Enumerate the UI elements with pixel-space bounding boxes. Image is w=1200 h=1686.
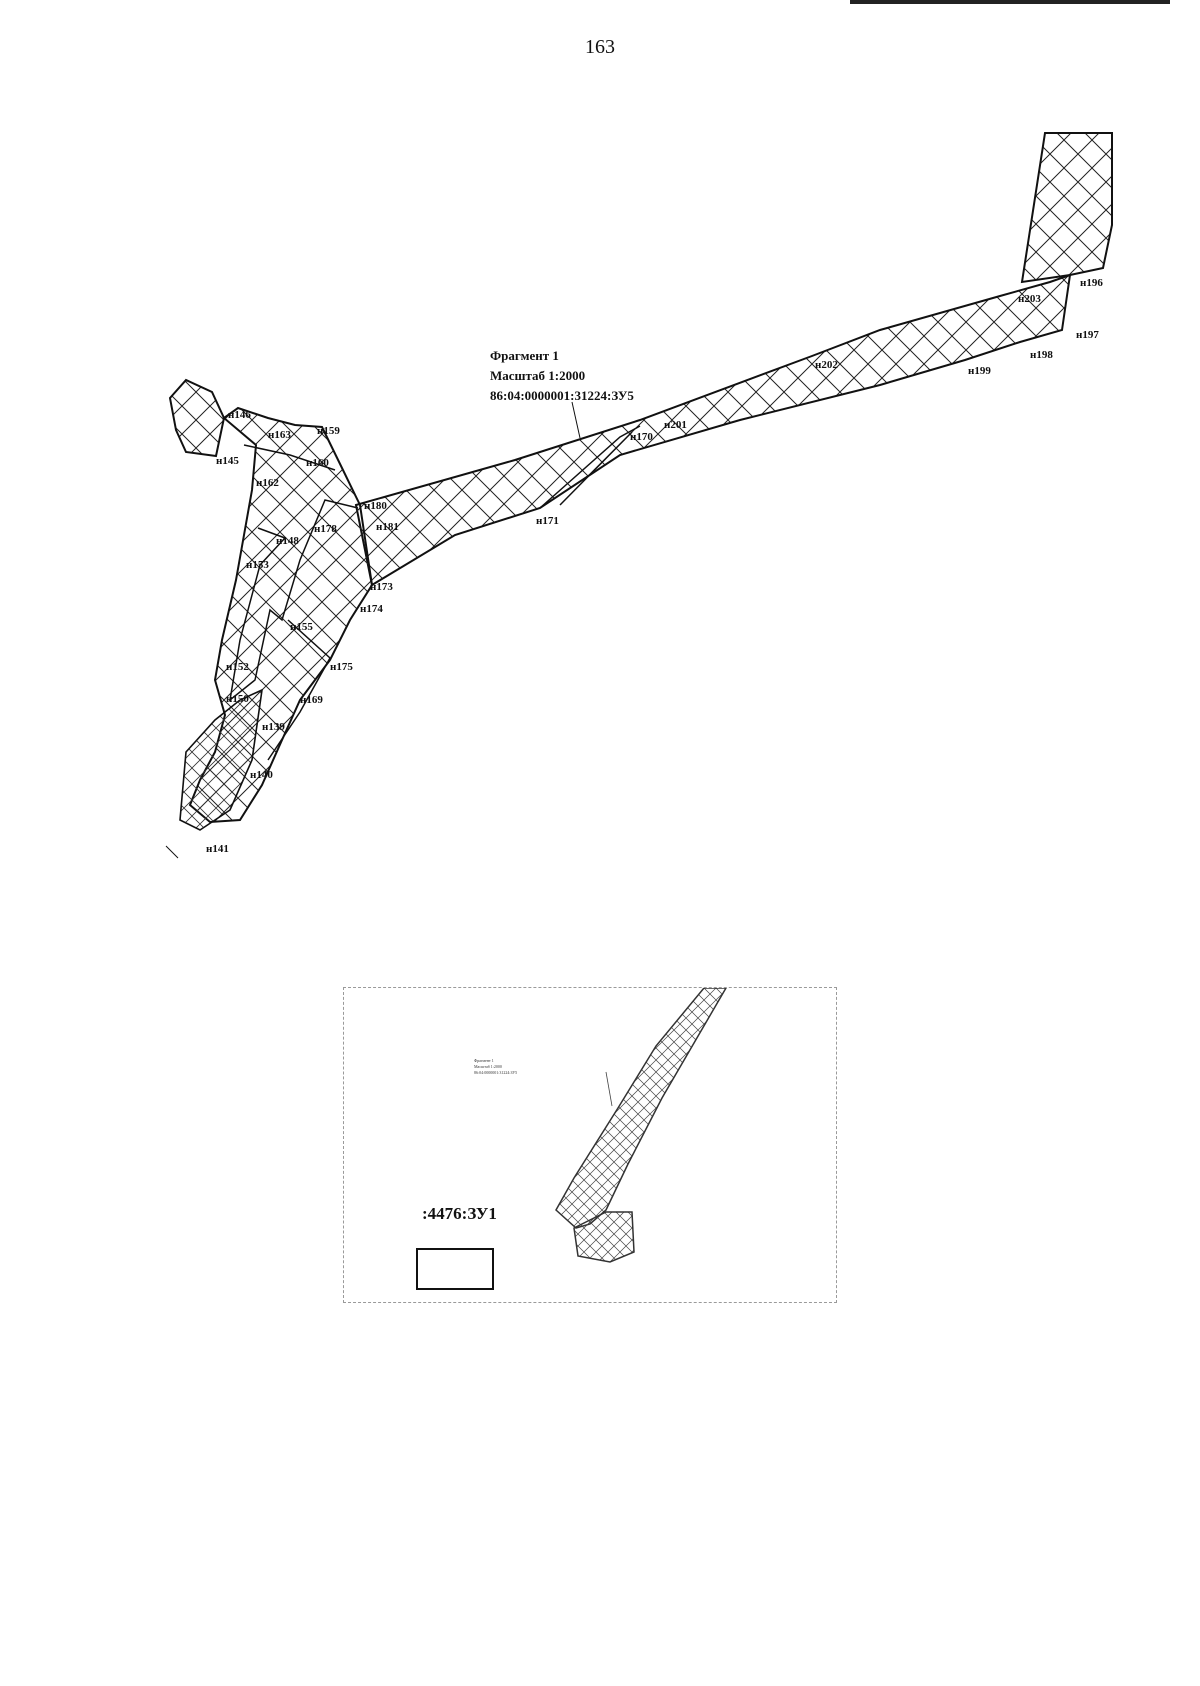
inset-corridor — [555, 988, 727, 1229]
point-label: н163 — [268, 429, 291, 441]
point-label: н174 — [360, 603, 383, 615]
point-label: н196 — [1080, 277, 1103, 289]
point-label: н146 — [228, 409, 251, 421]
point-label: н180 — [364, 500, 387, 512]
inset-leader — [605, 1071, 613, 1107]
fragment-title: Фрагмент 1 — [490, 348, 559, 363]
point-label: н162 — [256, 477, 279, 489]
inner-boundary-1 — [539, 425, 641, 509]
point-label: н171 — [536, 515, 559, 527]
point-label: н202 — [815, 359, 838, 371]
point-label: н198 — [1030, 349, 1053, 361]
point-label: н197 — [1076, 329, 1099, 341]
overview-map: Фрагмент 1 Масштаб 1:2000 86:04:0000001:… — [474, 988, 727, 1263]
point-label: н159 — [317, 425, 340, 437]
header-rule — [850, 0, 1170, 4]
inset-cadastral-label: :4476:ЗУ1 — [422, 1204, 497, 1223]
point-label: н150 — [226, 693, 249, 705]
point-label: н153 — [246, 559, 269, 571]
inner-boundary-4 — [267, 619, 331, 761]
overview-inset: Фрагмент 1 Масштаб 1:2000 86:04:0000001:… — [343, 987, 837, 1303]
point-label: н148 — [276, 535, 299, 547]
inset-fragment-cadastral: 86:04:0000001:31224:ЗУ5 — [474, 1070, 517, 1075]
inner-boundary-2 — [559, 431, 633, 506]
point-label: н145 — [216, 455, 239, 467]
parcel-left-head — [168, 378, 226, 458]
point-label: н155 — [290, 621, 313, 633]
point-label: н175 — [330, 661, 353, 673]
point-label: н141 — [206, 843, 229, 855]
point-label: н201 — [664, 419, 687, 431]
page-number: 163 — [585, 36, 615, 58]
inner-boundary-5 — [243, 444, 336, 471]
fragment-cadastral: 86:04:0000001:31224:ЗУ5 — [490, 388, 634, 403]
point-label: н152 — [226, 661, 249, 673]
inset-fragment-title: Фрагмент 1 — [474, 1058, 494, 1063]
point-label: н203 — [1018, 293, 1041, 305]
main-map: Фрагмент 1 Масштаб 1:2000 86:04:0000001:… — [165, 132, 1113, 859]
point-label: н160 — [306, 457, 329, 469]
parcel-top-right — [1020, 132, 1113, 284]
parcel-corridor — [354, 273, 1072, 587]
point-label: н139 — [262, 721, 285, 733]
inset-bottom-block — [573, 1211, 635, 1263]
point-label: н169 — [300, 694, 323, 706]
parcel-left-tail — [179, 688, 263, 831]
inset-fragment-scale: Масштаб 1:2000 — [474, 1064, 502, 1069]
point-label: н173 — [370, 581, 393, 593]
tail-cross — [165, 845, 179, 859]
point-label: н140 — [250, 769, 273, 781]
inset-legend-box — [416, 1248, 494, 1290]
point-label: н170 — [630, 431, 653, 443]
fragment-scale: Масштаб 1:2000 — [490, 368, 585, 383]
inner-boundary-3 — [228, 499, 359, 702]
point-label: н181 — [376, 521, 399, 533]
point-label: н178 — [314, 523, 337, 535]
leader-line — [571, 401, 581, 439]
point-label: н199 — [968, 365, 991, 377]
